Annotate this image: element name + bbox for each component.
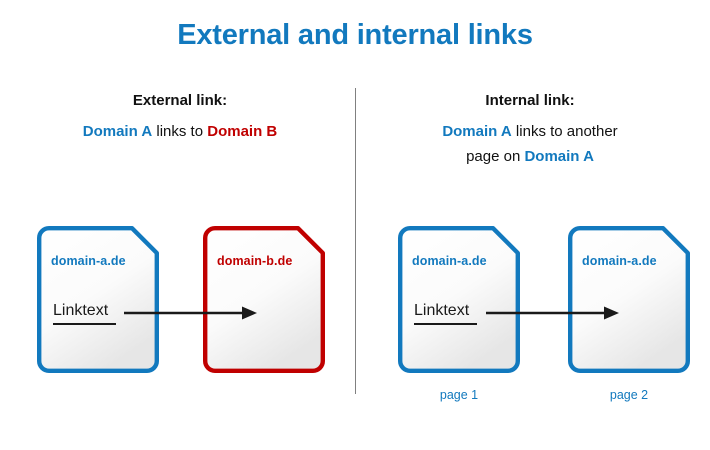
document-linktext-label: Linktext [53, 302, 117, 325]
document-linktext-label: Linktext [414, 302, 478, 325]
internal-link-heading: Internal link: [485, 92, 575, 109]
internal-link-description-line2: page on Domain A [370, 144, 690, 169]
internal-domain-a-text-2: Domain A [524, 148, 594, 165]
external-link-description: Domain A links to Domain B [20, 119, 340, 144]
external-link-arrow [124, 306, 257, 320]
document-domain-label: domain-a.de [51, 254, 126, 268]
document-domain-label: domain-b.de [217, 254, 293, 268]
external-link-heading: External link: [132, 92, 228, 109]
external-links-to-text: links to [152, 123, 208, 140]
section-divider [355, 88, 356, 394]
internal-domain-a-text-1: Domain A [442, 123, 512, 140]
document-linktext[interactable]: Linktext [53, 302, 117, 325]
page-caption-2: page 2 [609, 388, 649, 402]
external-domain-b-text: Domain B [207, 123, 278, 140]
document-shape-blue [568, 226, 690, 373]
document-linktext[interactable]: Linktext [414, 302, 478, 325]
document-shape-blue [398, 226, 520, 373]
page-caption-1: page 1 [439, 388, 479, 402]
external-domain-a-text: Domain A [82, 123, 153, 140]
document-external-source: domain-a.de Linktext [37, 226, 159, 373]
document-shape-blue [37, 226, 159, 373]
document-internal-source: domain-a.de Linktext [398, 226, 520, 373]
internal-page-on-text: page on [466, 148, 525, 165]
internal-link-caption: Internal link: Domain A links to another… [370, 88, 690, 169]
page-title: External and internal links [177, 19, 533, 51]
document-internal-target: domain-a.de [568, 226, 690, 373]
document-domain-label: domain-a.de [582, 254, 657, 268]
document-external-target: domain-b.de [203, 226, 325, 373]
internal-link-description-line1: Domain A links to another [370, 119, 690, 144]
document-shape-red [203, 226, 325, 373]
document-domain-label: domain-a.de [412, 254, 487, 268]
internal-link-arrow [486, 306, 619, 320]
internal-links-to-text: links to another [511, 123, 618, 140]
external-link-caption: External link: Domain A links to Domain … [20, 88, 340, 144]
